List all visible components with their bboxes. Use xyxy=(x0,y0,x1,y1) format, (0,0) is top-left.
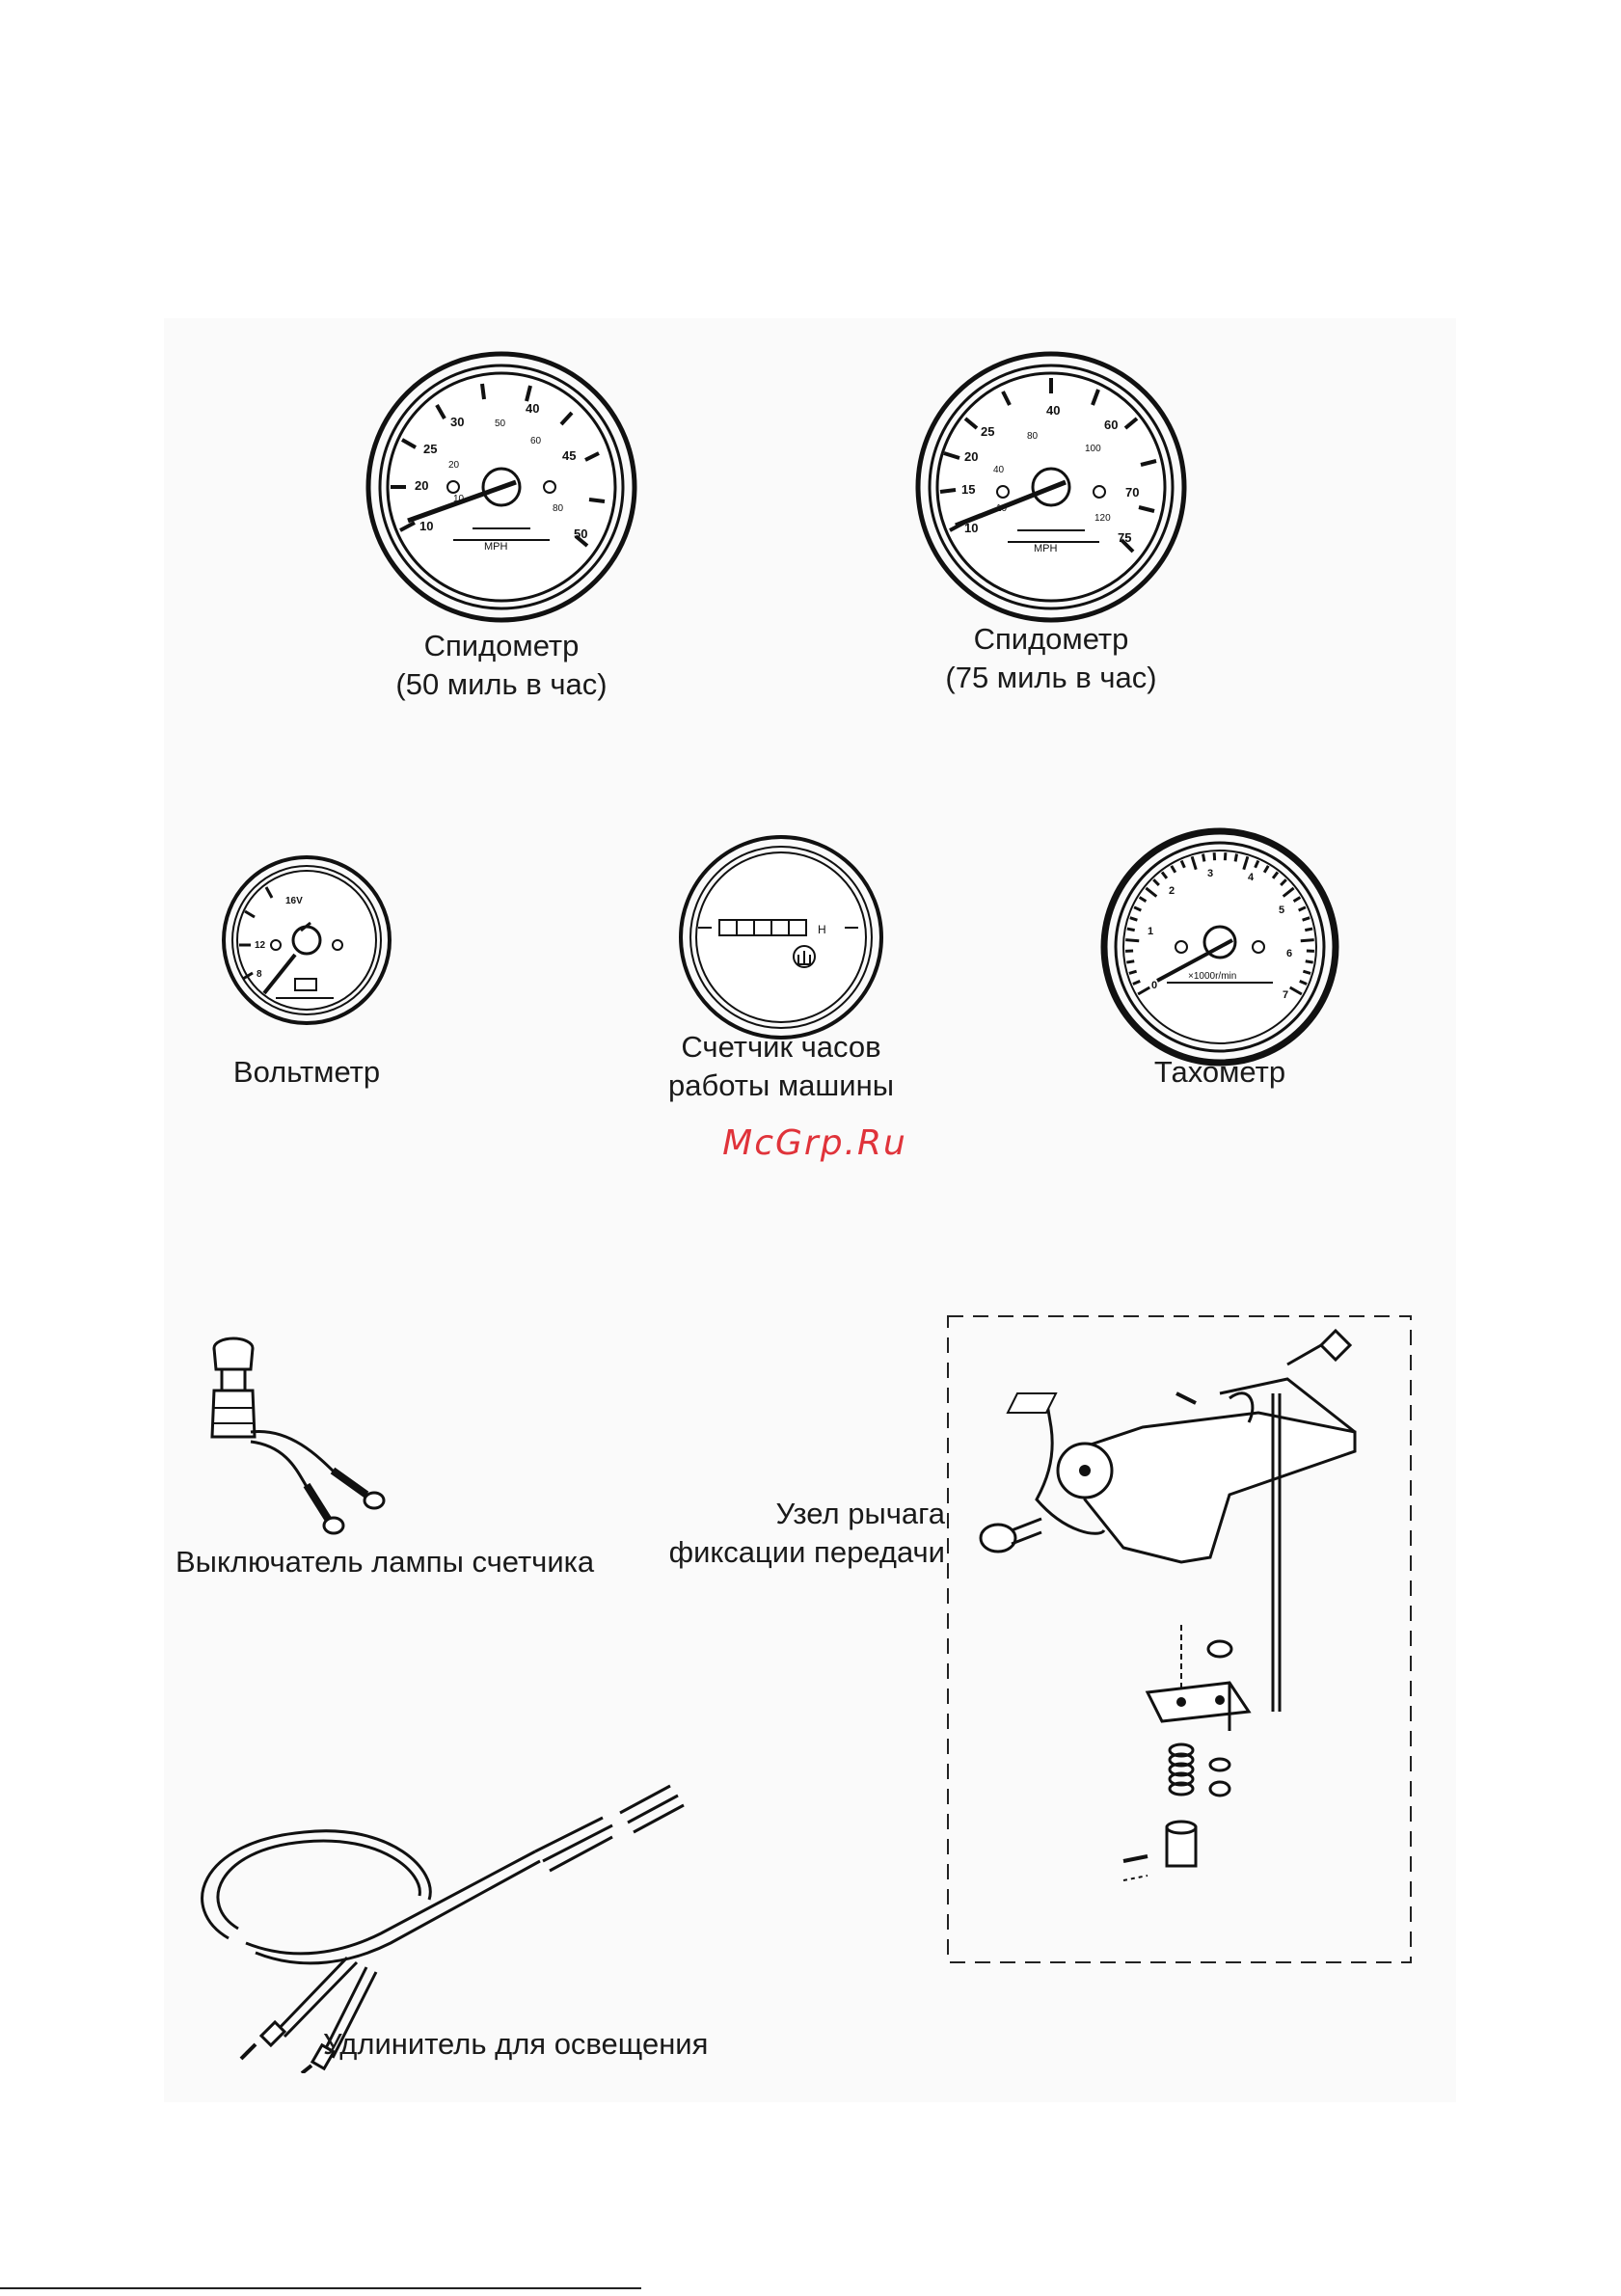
svg-text:20: 20 xyxy=(448,460,460,471)
tachometer-tick xyxy=(1152,878,1160,886)
speedometer-50-subtitle: (50 миль в час) xyxy=(395,667,608,701)
tachometer-tick xyxy=(1254,859,1260,869)
svg-text:100: 100 xyxy=(1085,444,1101,454)
speedometer-50-figure: 10 20 25 30 40 45 50 10 20 50 60 80 MPH xyxy=(365,351,637,623)
svg-text:40: 40 xyxy=(993,465,1005,475)
hour-meter-unit: H xyxy=(818,923,826,936)
tachometer-figure: 0 1 2 3 4 5 6 7 ×1000r/min xyxy=(1100,827,1339,1067)
svg-text:0: 0 xyxy=(1151,980,1157,991)
speedometer-50-unit: MPH xyxy=(484,541,508,553)
tachometer-tick xyxy=(1300,938,1314,943)
tachometer-tick xyxy=(1137,986,1151,996)
speedometer-75-title: Спидометр xyxy=(973,622,1129,656)
hour-meter-label: Счетчик часов работы машины xyxy=(636,1028,926,1105)
svg-text:25: 25 xyxy=(423,442,437,456)
gear-lock-lever-label: Узел рычага фиксации передачи xyxy=(617,1495,945,1572)
svg-text:50: 50 xyxy=(495,419,506,429)
speedometer-50-title: Спидометр xyxy=(423,629,580,662)
svg-text:25: 25 xyxy=(981,424,994,439)
voltmeter-label: Вольтметр xyxy=(232,1055,381,1089)
gear-lock-lever-figure xyxy=(947,1315,1412,1963)
hour-meter-title-line1: Счетчик часов xyxy=(681,1030,881,1064)
tachometer-tick xyxy=(1145,886,1158,898)
tachometer-tick xyxy=(1233,853,1238,862)
light-extension-label: Удлинитель для освещения xyxy=(323,2027,709,2061)
svg-text:4: 4 xyxy=(1248,872,1255,883)
svg-text:50: 50 xyxy=(574,527,587,541)
svg-text:10: 10 xyxy=(419,519,433,533)
gear-lock-lever-label-line2: фиксации передачи xyxy=(668,1535,945,1569)
svg-text:40: 40 xyxy=(1046,403,1060,418)
svg-text:20: 20 xyxy=(415,478,428,493)
svg-text:10: 10 xyxy=(453,494,465,504)
lamp-switch-figure xyxy=(210,1337,386,1535)
page-background xyxy=(164,318,1456,2102)
tachometer-tick xyxy=(1128,969,1138,975)
svg-text:80: 80 xyxy=(553,503,564,514)
svg-text:20: 20 xyxy=(964,449,978,464)
svg-text:15: 15 xyxy=(961,482,975,497)
tachometer-tick xyxy=(1138,896,1148,903)
tachometer-tick xyxy=(1302,969,1311,975)
tachometer-tick xyxy=(1125,938,1140,943)
tachometer-label: Тахометр xyxy=(1153,1055,1286,1089)
svg-text:1: 1 xyxy=(1148,926,1153,937)
svg-text:80: 80 xyxy=(1027,431,1039,442)
speedometer-75-unit: MPH xyxy=(1034,543,1058,554)
tachometer-tick xyxy=(1129,916,1138,922)
tachometer-tick xyxy=(1302,916,1310,922)
svg-text:3: 3 xyxy=(1207,868,1213,879)
speedometer-75-subtitle: (75 миль в час) xyxy=(945,661,1157,694)
tachometer-tick xyxy=(1179,859,1186,869)
svg-text:2: 2 xyxy=(1169,885,1175,897)
svg-text:40: 40 xyxy=(526,401,539,416)
voltmeter-scale-label: 16V xyxy=(285,896,303,906)
svg-text:70: 70 xyxy=(1125,485,1139,500)
tachometer-tick xyxy=(1299,979,1308,986)
tachometer-tick xyxy=(1280,878,1287,886)
voltmeter-figure: 8 12 16V xyxy=(222,855,392,1025)
tachometer-tick xyxy=(1305,927,1313,932)
hour-meter-title-line2: работы машины xyxy=(667,1068,895,1102)
tachometer-tick xyxy=(1126,959,1135,964)
lamp-switch-label: Выключатель лампы счетчика xyxy=(176,1545,595,1579)
tachometer-tick xyxy=(1271,871,1280,879)
tachometer-tick xyxy=(1282,886,1295,898)
tachometer-unit: ×1000r/min xyxy=(1188,971,1236,982)
svg-text:30: 30 xyxy=(450,415,464,429)
light-extension-figure xyxy=(201,1784,685,2073)
svg-text:7: 7 xyxy=(1283,989,1288,1001)
footer-rule xyxy=(0,2287,641,2289)
tachometer-tick xyxy=(1132,979,1141,986)
hour-meter-figure: H xyxy=(679,835,883,1040)
svg-text:12: 12 xyxy=(255,940,266,951)
svg-text:45: 45 xyxy=(562,448,576,463)
svg-text:60: 60 xyxy=(1104,418,1118,432)
speedometer-50-label: Спидометр (50 миль в час) xyxy=(357,627,646,704)
tachometer-tick xyxy=(1298,905,1307,912)
tachometer-tick xyxy=(1190,855,1198,871)
tachometer-tick xyxy=(1262,865,1270,874)
svg-text:8: 8 xyxy=(257,969,262,980)
tachometer-tick xyxy=(1126,927,1135,932)
svg-text:5: 5 xyxy=(1279,905,1284,916)
gear-lock-lever-label-line1: Узел рычага xyxy=(775,1497,945,1530)
tachometer-tick xyxy=(1292,896,1302,903)
tachometer-tick xyxy=(1288,986,1303,996)
tachometer-tick xyxy=(1305,959,1313,964)
svg-text:120: 120 xyxy=(1094,513,1111,524)
speedometer-75-label: Спидометр (75 миль в час) xyxy=(906,620,1196,697)
svg-text:60: 60 xyxy=(530,436,542,446)
svg-text:75: 75 xyxy=(1118,530,1131,545)
svg-text:6: 6 xyxy=(1286,948,1292,959)
tachometer-tick xyxy=(1242,855,1250,871)
tachometer-tick xyxy=(1170,865,1177,874)
tachometer-tick xyxy=(1202,853,1206,862)
svg-text:10: 10 xyxy=(964,521,978,535)
tachometer-tick xyxy=(1133,905,1142,912)
tachometer-tick xyxy=(1160,871,1169,879)
watermark: McGrp.Ru xyxy=(722,1123,907,1163)
